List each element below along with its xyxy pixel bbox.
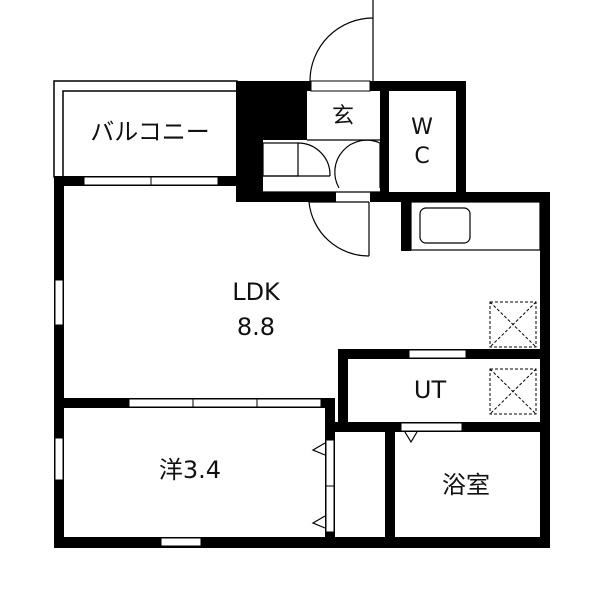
vent-boxes (489, 301, 537, 415)
windows (54, 80, 467, 547)
bathroom-label: 浴室 (442, 471, 490, 499)
balcony-label: バルコニー (90, 118, 210, 146)
entrance-area (262, 139, 381, 193)
wc-label-line2: C (414, 144, 429, 169)
closet-door-marker (311, 515, 326, 529)
bath-door-marker (404, 431, 418, 444)
closet-door-marker (311, 442, 326, 456)
front-door-swing (309, 17, 374, 82)
utility-label: UT (414, 376, 447, 404)
western-room-label: 洋3.4 (159, 456, 221, 484)
doors (308, 0, 418, 529)
wc-label-line1: W (411, 115, 433, 140)
kitchen-counter (410, 201, 541, 251)
ldk-size: 8.8 (237, 313, 275, 341)
ldk-door-swing (308, 201, 370, 257)
ldk-label: LDK (232, 278, 281, 306)
entrance-label: 玄 (332, 104, 354, 129)
